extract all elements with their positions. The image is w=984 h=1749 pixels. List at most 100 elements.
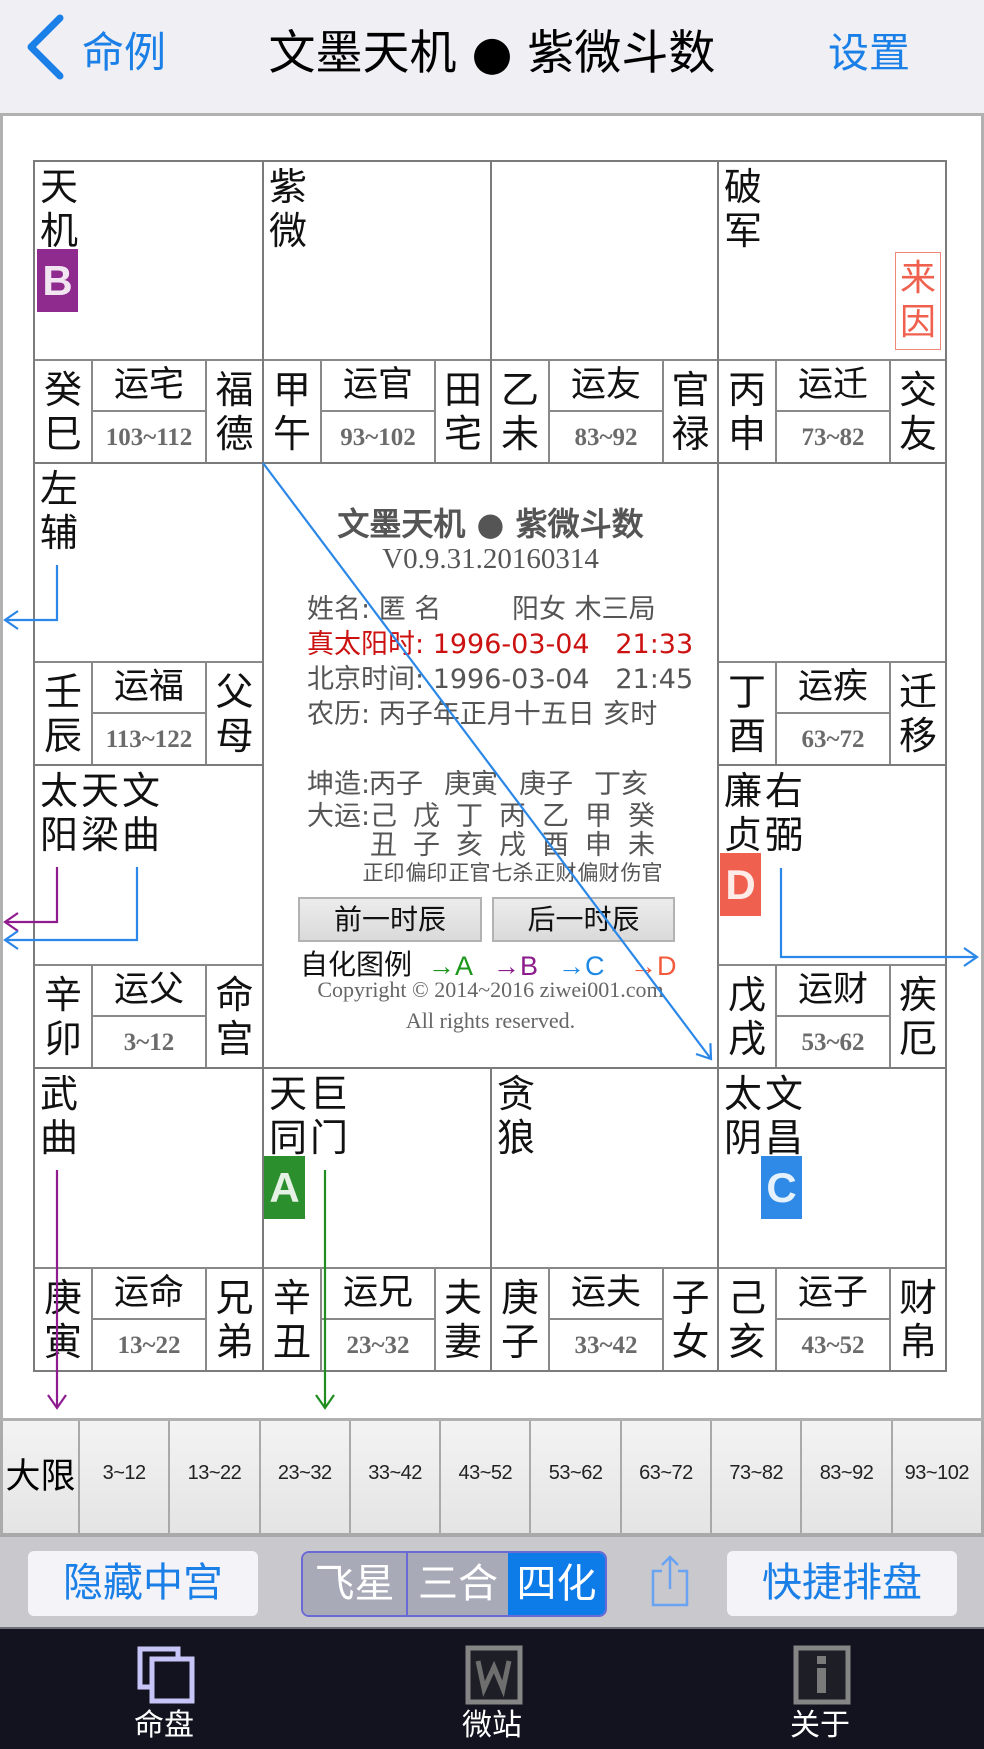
star-taiyin: 太阴 bbox=[724, 1072, 763, 1160]
daxian-cell[interactable]: 53~62 bbox=[531, 1421, 622, 1533]
shishen: 正官 bbox=[448, 861, 491, 885]
palace-info-row: 甲午 运官 93~102 田宅 bbox=[264, 359, 490, 462]
palace-geng-yin[interactable]: 武曲 庚寅 运命 13~22 兄弟 bbox=[33, 1067, 264, 1372]
next-hour-button[interactable]: 后一时辰 bbox=[492, 897, 675, 942]
age-range: 33~42 bbox=[574, 1332, 638, 1359]
daxian-cell[interactable]: 43~52 bbox=[441, 1421, 532, 1533]
palace-yi-wei[interactable]: 乙未 运友 83~92 官禄 bbox=[490, 160, 719, 464]
palace-info-row: 己亥 运子 43~52 财帛 bbox=[719, 1267, 945, 1370]
daxian-cell[interactable]: 3~12 bbox=[80, 1421, 171, 1533]
palace-name: 官禄 bbox=[671, 367, 710, 456]
palace-name-cell: 父母 bbox=[207, 663, 262, 764]
age-range: 23~32 bbox=[346, 1332, 410, 1359]
palace-name: 兄弟 bbox=[215, 1275, 254, 1364]
palace-jia-wu[interactable]: 紫微 甲午 运官 93~102 田宅 bbox=[262, 160, 492, 464]
tab-label: 命盘 bbox=[134, 1708, 194, 1743]
daxian-cell[interactable]: 93~102 bbox=[904, 1462, 970, 1484]
age-range: 93~102 bbox=[340, 424, 416, 451]
ganzhi-cell: 癸巳 bbox=[35, 361, 93, 462]
ganzhi-cell: 乙未 bbox=[492, 361, 550, 462]
tab-mingpan[interactable]: 命盘 bbox=[104, 1629, 224, 1749]
daxian-cell[interactable]: 33~42 bbox=[351, 1421, 442, 1533]
yun-cell: 运官 93~102 bbox=[322, 361, 436, 462]
segment-sihua[interactable]: 四化 bbox=[508, 1553, 605, 1615]
daxian-cell[interactable]: 63~72 bbox=[622, 1421, 713, 1533]
laiyin-tag: 来因 bbox=[895, 252, 941, 350]
daxian-cell[interactable]: 13~22 bbox=[170, 1421, 261, 1533]
daxian-cell[interactable]: 73~82 bbox=[712, 1421, 803, 1533]
shishen: 伤官 bbox=[620, 861, 663, 885]
prev-hour-button[interactable]: 前一时辰 bbox=[298, 897, 482, 942]
dayun-stem: 甲 bbox=[585, 801, 612, 832]
nav-header: 命例 文墨天机 ● 紫微斗数 设置 bbox=[0, 0, 984, 113]
palace-name-cell: 疾厄 bbox=[891, 966, 945, 1067]
star-youbi: 右弼 bbox=[765, 769, 804, 857]
shishen: 正财 bbox=[534, 861, 577, 885]
yun-cell: 运迁 73~82 bbox=[777, 361, 891, 462]
palace-ren-chen[interactable]: 左辅 壬辰 运福 113~122 父母 bbox=[33, 462, 264, 766]
quick-chart-button[interactable]: 快捷排盘 bbox=[727, 1551, 957, 1616]
dayun-branch: 酉 bbox=[542, 830, 569, 861]
star-list: 左辅 bbox=[40, 467, 81, 555]
page-title: 文墨天机 ● 紫微斗数 bbox=[268, 26, 716, 81]
palace-xin-chou[interactable]: 天同 巨门 A 辛丑 运兄 23~32 夫妻 bbox=[262, 1067, 492, 1372]
true-solar-label: 真太阳时: bbox=[307, 629, 425, 660]
dayun-branch: 亥 bbox=[456, 830, 483, 861]
palace-info-row: 乙未 运友 83~92 官禄 bbox=[492, 359, 717, 462]
palace-info-row: 丁酉 运疾 63~72 迁移 bbox=[719, 661, 945, 764]
bazi-day: 庚子 bbox=[519, 769, 573, 800]
tab-label: 关于 bbox=[790, 1708, 850, 1743]
tab-about[interactable]: 关于 bbox=[760, 1629, 880, 1749]
palace-name-cell: 迁移 bbox=[891, 663, 945, 764]
palace-name-cell: 官禄 bbox=[664, 361, 717, 462]
ganzhi-cell: 壬辰 bbox=[35, 663, 93, 764]
age-range: 113~122 bbox=[105, 726, 193, 753]
age-range: 63~72 bbox=[801, 726, 865, 753]
ganzhi-cell: 戊戌 bbox=[719, 966, 777, 1067]
shishen: 偏财 bbox=[577, 861, 620, 885]
daxian-row: 大限 3~12 13~22 23~32 33~42 43~52 53~62 63… bbox=[0, 1421, 984, 1537]
weizhan-w-icon bbox=[465, 1645, 523, 1705]
star-pojun: 破军 bbox=[724, 165, 763, 253]
yun-cell: 运福 113~122 bbox=[93, 663, 207, 764]
ganzhi-text: 癸巳 bbox=[43, 367, 82, 456]
palace-geng-zi[interactable]: 贪狼 庚子 运夫 33~42 子女 bbox=[490, 1067, 719, 1372]
hide-center-button[interactable]: 隐藏中宫 bbox=[28, 1551, 258, 1616]
segment-feixing[interactable]: 飞星 bbox=[303, 1553, 408, 1615]
tab-weizhan[interactable]: 微站 bbox=[432, 1629, 552, 1749]
star-list: 天同 巨门 bbox=[269, 1072, 351, 1160]
segment-sanhe[interactable]: 三合 bbox=[408, 1553, 508, 1615]
ganzhi-cell: 甲午 bbox=[264, 361, 322, 462]
chevron-left-icon[interactable] bbox=[22, 14, 68, 80]
palace-name-cell: 田宅 bbox=[436, 361, 490, 462]
name-label: 姓名: bbox=[307, 594, 371, 625]
palace-bing-shen[interactable]: 破军 来因 丙申 运迁 73~82 交友 bbox=[717, 160, 947, 464]
palace-name-cell: 财帛 bbox=[891, 1269, 945, 1370]
yun-label: 运命 bbox=[93, 1269, 205, 1320]
palace-xin-mao[interactable]: 太阳 天梁 文曲 辛卯 运父 3~12 命宫 bbox=[33, 764, 264, 1069]
palace-wu-xu[interactable]: 廉贞 右弼 D 戊戌 运财 53~62 疾厄 bbox=[717, 764, 947, 1069]
daxian-label: 大限 bbox=[3, 1421, 80, 1533]
yun-cell: 运财 53~62 bbox=[777, 966, 891, 1067]
palace-ding-you[interactable]: 丁酉 运疾 63~72 迁移 bbox=[717, 462, 947, 766]
yun-cell: 运父 3~12 bbox=[93, 966, 207, 1067]
daxian-cell[interactable]: 23~32 bbox=[261, 1421, 351, 1533]
ganzhi-cell: 庚寅 bbox=[35, 1269, 93, 1370]
mode-segmented-control: 飞星 三合 四化 bbox=[301, 1551, 607, 1617]
share-icon[interactable] bbox=[646, 1553, 694, 1609]
bottom-toolbar: 隐藏中宫 飞星 三合 四化 快捷排盘 bbox=[0, 1537, 984, 1627]
bazi-pillars: 丙子 庚寅 庚子 丁亥 bbox=[369, 768, 669, 802]
palace-gui-si[interactable]: 天机 B 癸巳 运宅 103~112 福德 bbox=[33, 160, 264, 464]
settings-button[interactable]: 设置 bbox=[828, 29, 910, 77]
palace-ji-hai[interactable]: 太阴 文昌 C 己亥 运子 43~52 财帛 bbox=[717, 1067, 947, 1372]
yun-cell: 运友 83~92 bbox=[550, 361, 664, 462]
palace-info-row: 辛丑 运兄 23~32 夫妻 bbox=[264, 1267, 490, 1370]
back-button[interactable]: 命例 bbox=[82, 28, 167, 77]
beijing-value: 1996-03-04 21:45 bbox=[424, 664, 694, 695]
palace-name-cell: 福德 bbox=[207, 361, 262, 462]
palace-name: 子女 bbox=[671, 1275, 710, 1364]
palace-name: 父母 bbox=[215, 669, 254, 758]
daxian-cell[interactable]: 83~92 bbox=[802, 1421, 893, 1533]
ganzhi-text: 辛丑 bbox=[272, 1275, 311, 1364]
lunar-label: 农历: bbox=[307, 699, 371, 730]
